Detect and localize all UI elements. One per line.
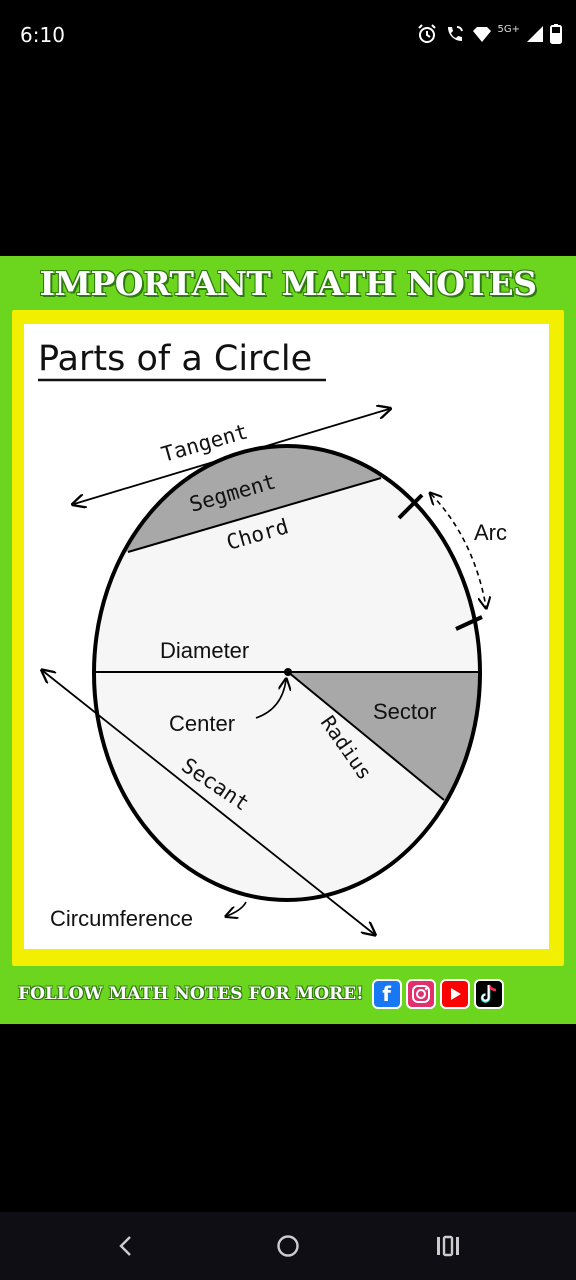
hotspot-icon — [472, 27, 491, 42]
diagram-heading: Parts of a Circle — [38, 339, 312, 379]
arc-indicator — [431, 494, 486, 607]
facebook-icon: f — [371, 979, 402, 1009]
social-icons: f — [371, 979, 504, 1009]
status-time: 6:10 — [20, 23, 65, 47]
home-button[interactable] — [268, 1230, 308, 1262]
status-bar: 6:10 5G+ — [0, 0, 576, 68]
center-label: Center — [169, 711, 235, 736]
recents-button[interactable] — [428, 1230, 468, 1262]
post-title: IMPORTANT MATH NOTES — [39, 264, 537, 303]
diameter-label: Diameter — [160, 638, 249, 663]
tiktok-icon — [473, 979, 504, 1009]
recents-icon — [437, 1235, 459, 1257]
circumference-label: Circumference — [50, 906, 193, 931]
signal-icon — [527, 26, 543, 42]
network-type: 5G+ — [497, 23, 521, 35]
sector-label: Sector — [373, 699, 437, 724]
wifi-calling-icon — [447, 26, 463, 41]
battery-icon — [550, 24, 562, 44]
center-point — [284, 668, 292, 676]
back-icon — [119, 1236, 131, 1256]
home-icon — [277, 1235, 299, 1257]
tangent-line — [74, 409, 389, 504]
follow-row: FOLLOW MATH NOTES FOR MORE! f — [18, 976, 504, 1012]
sector-region — [288, 672, 480, 844]
arc-tick-bottom — [455, 615, 483, 631]
back-button[interactable] — [106, 1230, 146, 1262]
circle-diagram: Parts of a Circle Tangent Segment Chord … — [38, 339, 507, 949]
secant-line — [43, 671, 374, 934]
arc-tick-top — [397, 493, 424, 520]
navigation-bar — [0, 1212, 576, 1280]
status-icons: 5G+ — [416, 20, 562, 48]
alarm-icon — [417, 24, 436, 43]
follow-text: FOLLOW MATH NOTES FOR MORE! — [18, 984, 364, 1004]
instagram-icon — [405, 979, 436, 1009]
youtube-icon — [439, 979, 470, 1009]
circumference-pointer — [227, 901, 247, 916]
center-pointer — [255, 680, 286, 719]
arc-label: Arc — [474, 520, 507, 545]
